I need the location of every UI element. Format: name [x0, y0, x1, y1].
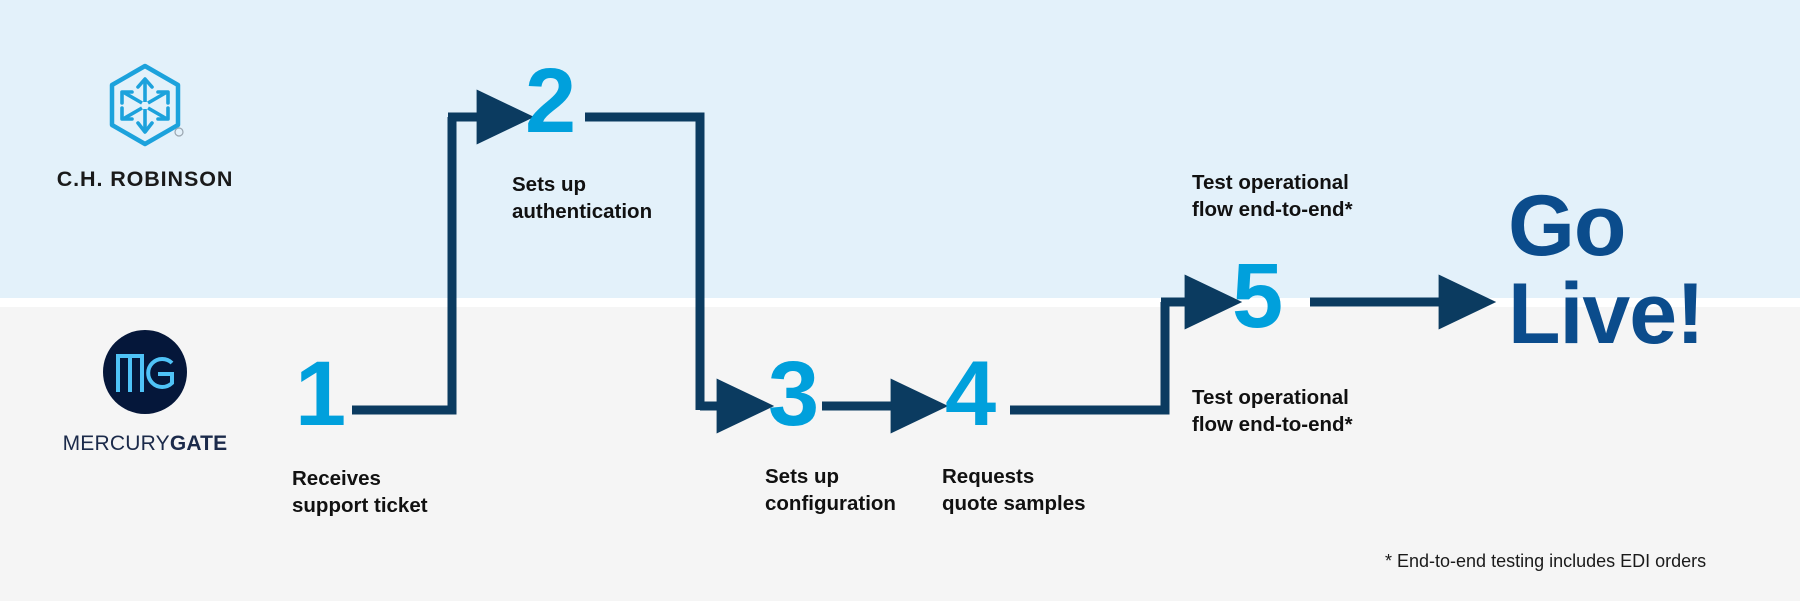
ch-robinson-wordmark: C.H. ROBINSON — [56, 167, 234, 191]
step-1-label: Receives support ticket — [292, 467, 428, 517]
step-5-label-bottom: Test operational flow end-to-end* — [1192, 386, 1353, 436]
step-2-label: Sets up authentication — [512, 173, 653, 223]
mg-monogram-icon — [116, 354, 174, 392]
step-5-label-top: Test operational flow end-to-end* — [1192, 171, 1353, 221]
step-4-number: 4 — [945, 343, 997, 445]
step-3-number: 3 — [768, 343, 820, 445]
mercurygate-wordmark: MERCURYGATE — [40, 432, 250, 456]
mercurygate-badge — [103, 330, 187, 414]
hexagon-cube-arrows-icon — [109, 63, 184, 147]
ch-robinson-logo: C.H. ROBINSON — [40, 62, 250, 192]
lane-band-mercurygate — [0, 307, 1800, 601]
mercurygate-logo: MERCURYGATE — [40, 330, 250, 456]
lane-band-ch-robinson — [0, 0, 1800, 298]
mercurygate-wordmark-light: MERCURY — [62, 432, 170, 455]
go-live-outcome: Go Live! — [1508, 178, 1705, 362]
step-4-label: Requests quote samples — [942, 465, 1086, 515]
step-2-number: 2 — [525, 50, 577, 152]
step-3-label: Sets up configuration — [765, 465, 896, 515]
footnote-text: * End-to-end testing includes EDI orders — [1385, 551, 1707, 571]
lane-divider — [0, 298, 1800, 307]
mercurygate-wordmark-bold: GATE — [169, 432, 228, 455]
step-5-number: 5 — [1232, 245, 1284, 347]
step-1-number: 1 — [295, 343, 347, 445]
